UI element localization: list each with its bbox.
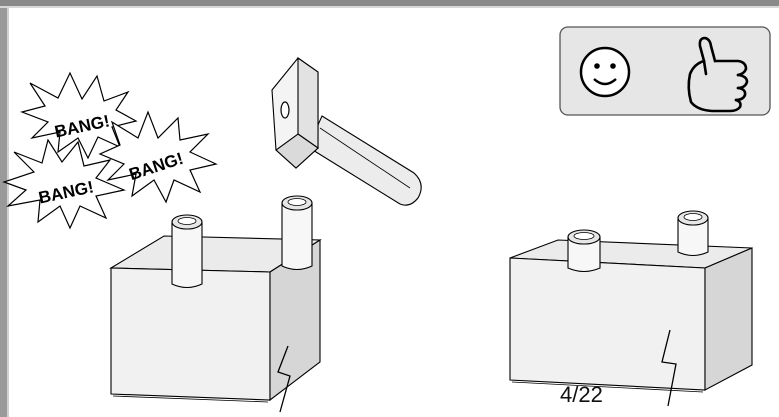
peg-left-2 — [281, 195, 313, 271]
feedback-panel — [559, 26, 771, 116]
left-frame-bar — [0, 8, 7, 417]
top-frame-bar — [0, 0, 779, 6]
peg-right-1 — [567, 229, 601, 273]
top-frame-highlight — [0, 6, 779, 8]
block-right-short-pegs — [509, 210, 753, 407]
bang-burst-3: BANG! — [2, 138, 126, 230]
bang-burst-2: BANG! — [98, 110, 218, 204]
hammer-illustration — [271, 56, 422, 206]
thumbs-up-icon[interactable] — [687, 36, 749, 113]
block-left-tall-pegs — [109, 195, 322, 413]
page-indicator: 4/22 — [560, 382, 603, 407]
bang-burst-1: BANG! — [20, 71, 138, 160]
smiley-face-icon[interactable] — [579, 46, 631, 98]
peg-left-1 — [171, 214, 203, 289]
left-frame-highlight — [7, 8, 9, 417]
peg-right-2 — [677, 210, 709, 257]
